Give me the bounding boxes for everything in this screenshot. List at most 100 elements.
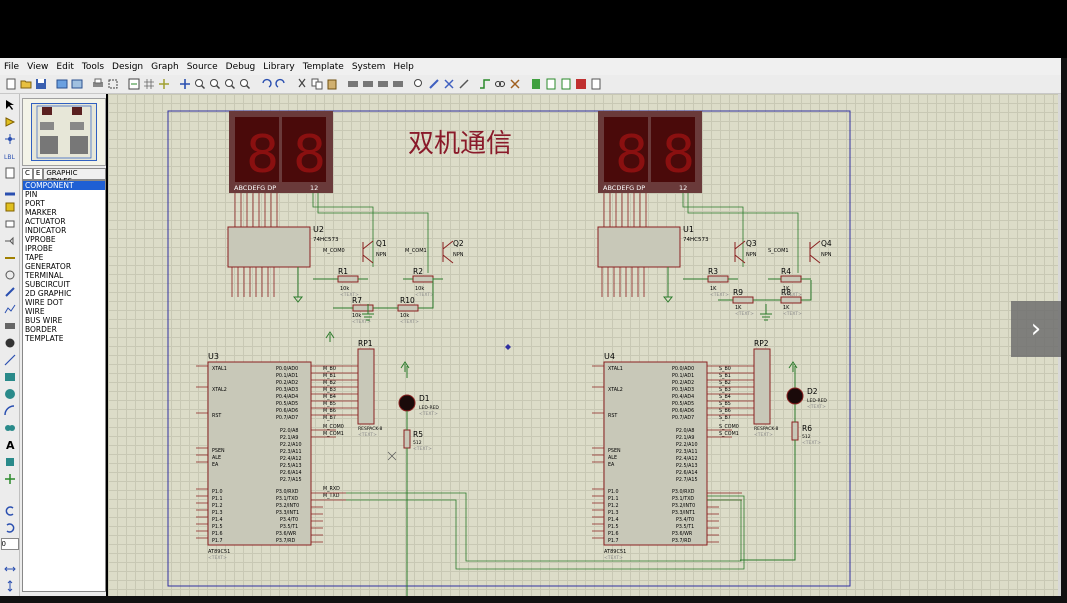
resistor-r9[interactable]: R9 1K <TEXT>	[718, 288, 768, 317]
list-item[interactable]: SUBCIRCUIT	[25, 280, 71, 289]
menu-system[interactable]: System	[351, 61, 386, 72]
wire-autoroute-icon[interactable]	[478, 77, 492, 91]
tab-components[interactable]: C	[22, 168, 33, 180]
led-d1[interactable]: D1 LED-RED <TEXT>	[398, 366, 439, 417]
schematic-canvas[interactable]: 双机通信 8 8 ABCDEFG DP 12 8 8 ABCDEFG DP 12	[108, 94, 1058, 596]
probe-icon[interactable]	[3, 285, 17, 299]
list-item[interactable]: PORT	[25, 199, 45, 208]
resistor-pack-rp2[interactable]: RP2 RESPACK-8 <TEXT>	[753, 339, 778, 438]
refresh-icon[interactable]	[127, 77, 141, 91]
block-move-icon[interactable]	[361, 77, 375, 91]
line-icon[interactable]	[3, 353, 17, 367]
text-icon[interactable]: A	[3, 438, 17, 452]
list-item[interactable]: COMPONENT	[23, 181, 105, 190]
search-icon[interactable]	[493, 77, 507, 91]
block-rotate-icon[interactable]	[376, 77, 390, 91]
open-icon[interactable]	[19, 77, 33, 91]
redo-icon[interactable]	[274, 77, 288, 91]
new-icon[interactable]	[4, 77, 18, 91]
zoom-area-icon[interactable]	[238, 77, 252, 91]
next-page-button[interactable]: ›	[1011, 301, 1061, 357]
mcu-u4[interactable]: U4 AT89C51 <TEXT> XTAL1 XTAL2 RST PSEN A…	[592, 352, 754, 561]
overview-window[interactable]	[22, 98, 106, 166]
graph-icon[interactable]	[3, 302, 17, 316]
block-delete-icon[interactable]	[391, 77, 405, 91]
list-item[interactable]: WIRE	[25, 307, 45, 316]
resistor-r8[interactable]: R8 1K <TEXT>	[768, 280, 812, 317]
paste-icon[interactable]	[325, 77, 339, 91]
mirror-x-icon[interactable]	[3, 562, 17, 576]
marker-icon[interactable]	[3, 251, 17, 265]
resistor-pack-rp1[interactable]: RP1 RESPACK-8 <TEXT>	[357, 339, 382, 438]
symbol-icon[interactable]	[3, 455, 17, 469]
list-item[interactable]: ACTUATOR	[25, 217, 66, 226]
cut-icon[interactable]	[295, 77, 309, 91]
list-item[interactable]: IPROBE	[25, 244, 53, 253]
export-icon[interactable]	[70, 77, 84, 91]
mirror-y-icon[interactable]	[3, 579, 17, 593]
menu-template[interactable]: Template	[302, 61, 344, 72]
netlist-icon[interactable]	[529, 77, 543, 91]
list-item[interactable]: BUS WIRE	[25, 316, 63, 325]
seven-seg-display-right[interactable]: 8 8 ABCDEFG DP 12	[598, 111, 702, 193]
mcu-u3[interactable]: U3 AT89C51 <TEXT> XTAL1 XTAL2 RST PSEN A…	[196, 352, 358, 561]
transistor-q4[interactable]: Q4 NPN	[809, 239, 832, 264]
port-icon[interactable]	[3, 234, 17, 248]
list-item[interactable]: TERMINAL	[25, 271, 64, 280]
zoom-out-icon[interactable]	[208, 77, 222, 91]
origin-marker-icon[interactable]	[3, 472, 17, 486]
menu-edit[interactable]: Edit	[56, 61, 74, 72]
component-mode-icon[interactable]	[3, 115, 17, 129]
menu-view[interactable]: View	[27, 61, 49, 72]
transistor-q2[interactable]: Q2 NPN	[442, 239, 464, 264]
rotate-cw-icon[interactable]	[3, 504, 17, 518]
pan-icon[interactable]	[178, 77, 192, 91]
generator-icon[interactable]	[3, 268, 17, 282]
copy-icon[interactable]	[310, 77, 324, 91]
list-item[interactable]: BORDER	[25, 325, 57, 334]
tape-icon[interactable]	[3, 319, 17, 333]
tab-edit[interactable]: E	[32, 168, 44, 180]
rotation-input[interactable]: 0	[0, 538, 19, 550]
list-item[interactable]: TEMPLATE	[25, 334, 64, 343]
resistor-r7[interactable]: R7 10k <TEXT>	[333, 296, 388, 325]
menu-debug[interactable]: Debug	[225, 61, 256, 72]
area-icon[interactable]	[106, 77, 120, 91]
list-item[interactable]: GENERATOR	[25, 262, 72, 271]
junction-dot-icon[interactable]	[3, 132, 17, 146]
text-script-icon[interactable]	[3, 166, 17, 180]
circle-icon[interactable]	[3, 387, 17, 401]
save-icon[interactable]	[34, 77, 48, 91]
rotate-ccw-icon[interactable]	[3, 521, 17, 535]
bus-icon[interactable]	[3, 183, 17, 197]
wire-label-icon[interactable]: LBL	[3, 149, 17, 163]
latch-u2[interactable]: U2 74HC573	[227, 225, 339, 303]
list-item[interactable]: WIRE DOT	[25, 298, 64, 307]
list-item[interactable]: INDICATOR	[25, 226, 67, 235]
subcircuit-icon[interactable]	[3, 200, 17, 214]
list-item[interactable]: VPROBE	[25, 235, 56, 244]
resistor-r10[interactable]: R10 10k <TEXT>	[388, 278, 434, 325]
import-icon[interactable]	[55, 77, 69, 91]
menu-file[interactable]: File	[4, 61, 20, 72]
list-item[interactable]: 2D GRAPHIC	[25, 289, 72, 298]
package-icon[interactable]	[442, 77, 456, 91]
menu-source[interactable]: Source	[186, 61, 218, 72]
property-icon[interactable]	[508, 77, 522, 91]
grid-icon[interactable]	[142, 77, 156, 91]
undo-icon[interactable]	[259, 77, 273, 91]
decompose-icon[interactable]	[457, 77, 471, 91]
list-item[interactable]: TAPE	[25, 253, 44, 262]
resistor-r2[interactable]: R2 10k <TEXT>	[403, 267, 443, 298]
list-item[interactable]: MARKER	[25, 208, 57, 217]
pick-icon[interactable]	[412, 77, 426, 91]
seven-seg-display-left[interactable]: 8 8 ABCDEFG DP 12	[229, 111, 333, 193]
make-device-icon[interactable]	[427, 77, 441, 91]
virtual-instrument-icon[interactable]	[3, 336, 17, 350]
menu-library[interactable]: Library	[263, 61, 295, 72]
resistor-r5[interactable]: R5 512 <TEXT>	[403, 411, 432, 596]
bom-icon[interactable]	[544, 77, 558, 91]
zoom-in-icon[interactable]	[193, 77, 207, 91]
latch-u1[interactable]: U1 74HC573	[597, 225, 709, 303]
path-icon[interactable]	[3, 421, 17, 435]
